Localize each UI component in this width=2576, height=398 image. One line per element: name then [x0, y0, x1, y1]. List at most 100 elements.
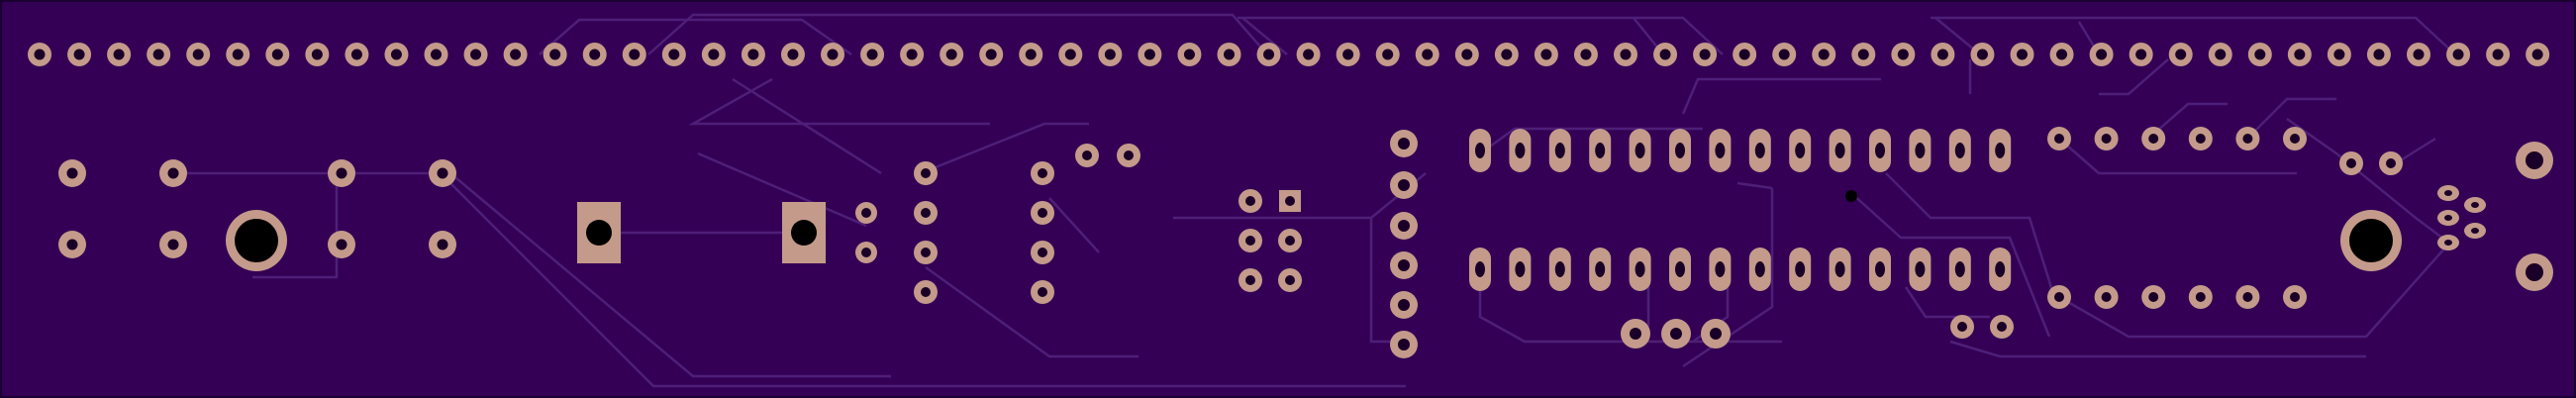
drill-hole — [1754, 261, 1765, 277]
header-pin — [424, 43, 448, 66]
copper-traces — [176, 13, 2456, 388]
header-pin — [147, 43, 171, 66]
drill-hole — [1398, 299, 1410, 311]
drill-hole — [1245, 196, 1255, 206]
header-pin — [741, 43, 765, 66]
drill-hole — [437, 239, 448, 250]
drill-hole — [861, 208, 871, 218]
drill-hole — [2148, 134, 2159, 144]
drill-hole — [1595, 261, 1606, 277]
dip-pin — [1989, 129, 2012, 172]
through-hole-pad — [1390, 130, 1418, 157]
through-hole-pad — [1661, 319, 1691, 348]
drill-hole — [1635, 261, 1645, 277]
header-pin — [900, 43, 925, 66]
trace — [1241, 17, 1288, 55]
drill-hole — [1875, 261, 1885, 277]
through-hole-pad — [2379, 151, 2403, 175]
drill-hole — [1245, 275, 1255, 285]
ic-pin-1 — [1279, 190, 1301, 212]
drill-hole — [431, 49, 442, 60]
drill-hole — [2242, 292, 2253, 302]
trace — [688, 77, 990, 126]
drill-hole — [167, 167, 179, 179]
header-pin — [1296, 43, 1321, 66]
dip-pin — [1909, 248, 1932, 291]
through-hole-pad — [2047, 285, 2071, 309]
drill-hole — [906, 49, 918, 60]
drill-hole — [921, 208, 931, 218]
drill-hole — [747, 49, 759, 60]
dip-pin — [1589, 129, 1612, 172]
drill-hole — [1710, 328, 1722, 340]
drill-hole — [2054, 292, 2064, 302]
through-hole-pad — [855, 242, 877, 263]
drill-hole — [1064, 49, 1076, 60]
trace — [925, 265, 1139, 358]
trace — [1931, 16, 2456, 55]
through-hole-pad — [855, 202, 877, 224]
drill-hole — [1857, 49, 1869, 60]
header-pin — [2486, 43, 2511, 66]
drill-hole — [1915, 261, 1926, 277]
header-pin — [2129, 43, 2153, 66]
ic-pin — [1278, 229, 1302, 252]
drill-hole — [2333, 49, 2345, 60]
header-pin — [1534, 43, 1558, 66]
drill-hole — [1303, 49, 1315, 60]
header-pin — [821, 43, 844, 66]
trace — [1681, 77, 1881, 115]
header-pin — [582, 43, 607, 66]
through-hole-pad — [1031, 241, 1054, 264]
drill-hole — [1580, 49, 1592, 60]
drill-hole — [152, 49, 164, 60]
header-pin — [1454, 43, 1479, 66]
drill-hole — [2526, 263, 2543, 281]
drill-hole — [1795, 143, 1806, 158]
trace — [1850, 192, 2051, 338]
mounting-hole-icon — [226, 210, 287, 271]
left-pads — [58, 159, 456, 258]
header-pin — [1931, 43, 1955, 66]
drill-hole — [1540, 49, 1552, 60]
drill-hole — [1818, 49, 1830, 60]
header-pin — [940, 43, 964, 66]
header-pin — [2089, 43, 2114, 66]
through-hole-pad — [159, 231, 187, 258]
drill-hole — [1699, 49, 1711, 60]
trace — [2286, 117, 2456, 249]
header-pin — [543, 43, 567, 66]
through-hole-pad — [1990, 315, 2014, 339]
header-pin — [1851, 43, 1876, 66]
drill-hole — [2294, 49, 2306, 60]
drill-hole — [1461, 49, 1473, 60]
drill-hole — [1342, 49, 1354, 60]
mounting-hole-icon — [2340, 210, 2402, 271]
dip-pin — [1989, 248, 2012, 291]
header-pin — [28, 43, 51, 66]
drill-hole — [2373, 49, 2385, 60]
trace — [440, 172, 1406, 388]
drill-hole — [1038, 208, 1047, 218]
drill-hole — [1997, 322, 2007, 332]
via-icon — [1845, 190, 1857, 202]
header-pin — [701, 43, 726, 66]
drill-hole — [2096, 49, 2108, 60]
drill-hole — [1957, 322, 1967, 332]
header-pin — [107, 43, 132, 66]
through-hole-pad — [2141, 127, 2166, 150]
dip-pin — [1869, 248, 1891, 291]
dip-pin — [1948, 129, 1971, 172]
drill-hole — [2346, 158, 2356, 168]
through-hole-pad — [2094, 285, 2119, 309]
through-hole-pad — [1701, 319, 1731, 348]
drill-hole — [2195, 292, 2206, 302]
header-pin — [186, 43, 211, 66]
drill-hole — [1675, 143, 1685, 158]
drill-hole — [1995, 261, 2006, 277]
drill-hole — [586, 220, 612, 246]
drill-hole — [1875, 143, 1885, 158]
drill-hole — [1422, 49, 1434, 60]
trace — [2058, 138, 2297, 175]
through-hole-pad — [159, 159, 187, 187]
